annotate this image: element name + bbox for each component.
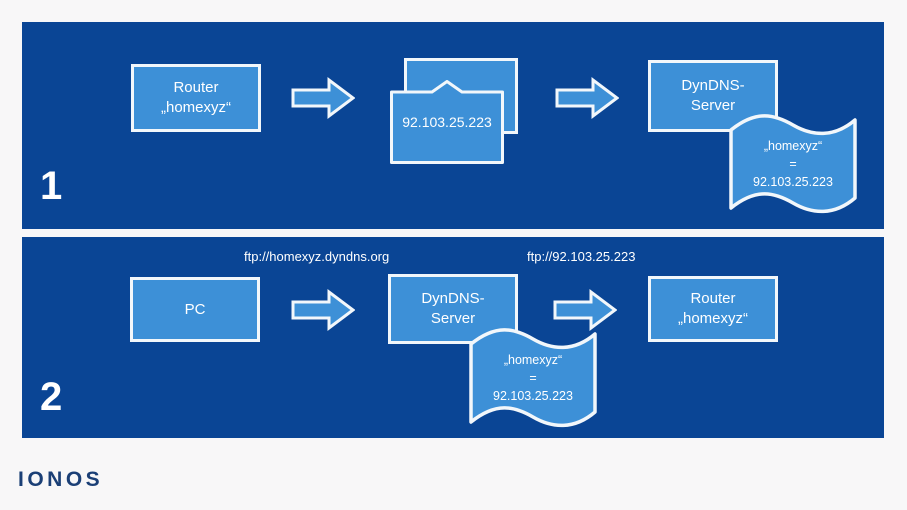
node-router-step2-line1: Router <box>690 290 736 308</box>
packet-front-sheet <box>390 80 504 164</box>
arrow-dyndns-to-router <box>553 289 617 331</box>
ionos-logo: IONOS <box>18 468 104 491</box>
ftp-ip-label: ftp://92.103.25.223 <box>527 249 636 264</box>
dns-mapping-banner-step2: „homexyz“ = 92.103.25.223 <box>466 326 600 430</box>
node-dyndns-step1-line2: Server <box>690 97 736 114</box>
node-pc-step2-label: PC <box>184 300 206 318</box>
node-router-step2-line2: „homexyz“ <box>677 310 748 327</box>
node-dyndns-step2-line1: DynDNS- <box>421 290 485 308</box>
ftp-domain-label: ftp://homexyz.dyndns.org <box>244 249 390 264</box>
node-router-step1: Router „homexyz“ <box>131 64 261 132</box>
node-router-step2: Router „homexyz“ <box>648 276 778 342</box>
arrow-packet-to-dyndns <box>555 77 619 119</box>
node-pc-step2: PC <box>130 277 260 342</box>
step-number-1: 1 <box>40 164 62 208</box>
node-dyndns-step1-line1: DynDNS- <box>681 77 745 95</box>
dns-mapping-banner-step1: „homexyz“ = 92.103.25.223 <box>726 112 860 216</box>
node-router-step1-line1: Router <box>173 79 219 97</box>
step-number-2: 2 <box>40 375 62 419</box>
arrow-pc-to-dyndns <box>291 289 355 331</box>
node-dyndns-step2-line2: Server <box>430 310 476 327</box>
arrow-router-to-packet <box>291 77 355 119</box>
node-ip-packet-stack: 92.103.25.223 <box>390 58 518 168</box>
node-router-step1-line2: „homexyz“ <box>160 99 231 116</box>
